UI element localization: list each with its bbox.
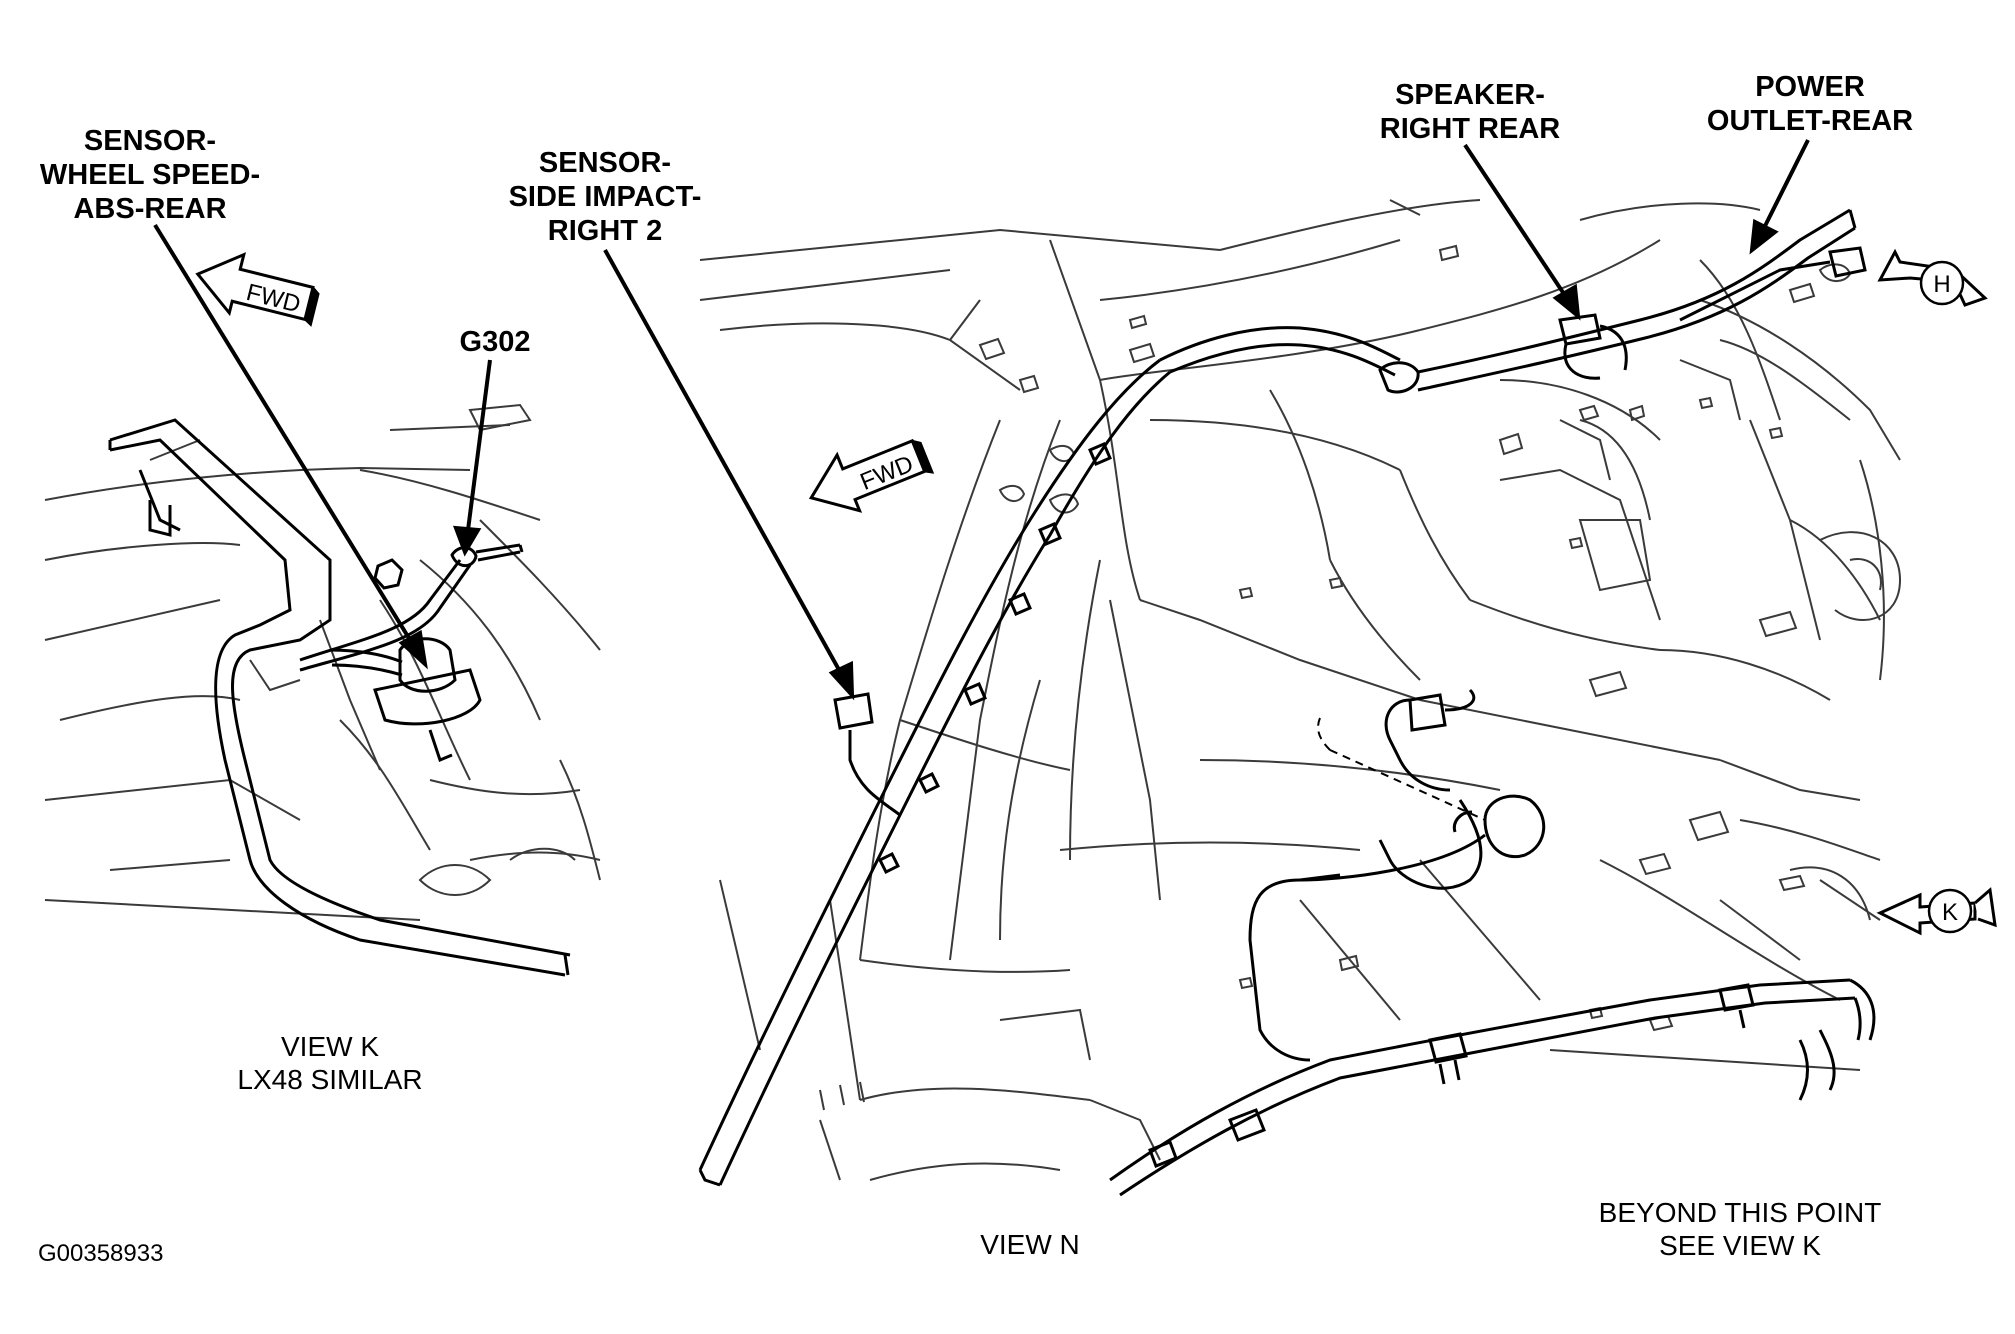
view-marker-k: K — [1876, 887, 1997, 936]
callout-wheel-speed-sensor: SENSOR- WHEEL SPEED- ABS-REAR — [30, 124, 270, 226]
leader-g302 — [466, 359, 492, 531]
callout-wheel-speed-line3: ABS-REAR — [73, 193, 227, 225]
view-k-harness — [108, 418, 571, 977]
caption-beyond-line1: BEYOND THIS POINT — [1598, 1197, 1882, 1228]
arrowhead-side-impact — [828, 660, 855, 701]
fwd-arrow-view-k: FWD — [195, 252, 320, 327]
caption-view-n: VIEW N — [950, 1228, 1110, 1261]
callout-side-impact-sensor: SENSOR- SIDE IMPACT- RIGHT 2 — [495, 146, 715, 248]
callout-g302-line1: G302 — [459, 326, 531, 358]
caption-view-k-note: LX48 SIMILAR — [237, 1064, 423, 1095]
caption-view-k-title: VIEW K — [280, 1031, 379, 1062]
callout-speaker-right-rear: SPEAKER- RIGHT REAR — [1360, 78, 1580, 146]
callout-side-impact-line2: SIDE IMPACT- — [508, 181, 702, 213]
view-n-body-linework — [699, 199, 1902, 1181]
view-n-harness — [698, 208, 1876, 1197]
callout-g302: G302 — [440, 325, 550, 359]
figure-id: G00358933 — [38, 1240, 164, 1267]
arrowhead-g302 — [453, 525, 482, 557]
leader-lines — [153, 139, 1810, 701]
caption-beyond-line2: SEE VIEW K — [1659, 1230, 1821, 1261]
caption-view-n-title: VIEW N — [980, 1229, 1080, 1260]
callout-speaker-line2: RIGHT REAR — [1379, 113, 1561, 145]
arrowhead-power-outlet — [1749, 218, 1779, 255]
callout-side-impact-line3: RIGHT 2 — [547, 215, 663, 247]
caption-view-k: VIEW K LX48 SIMILAR — [200, 1030, 460, 1096]
view-marker-k-label: K — [1942, 899, 1958, 926]
leader-speaker — [1463, 143, 1570, 302]
leader-side-impact — [603, 249, 845, 678]
leader-wheel-speed — [153, 223, 417, 650]
fwd-arrow-view-n: FWD — [808, 438, 935, 513]
view-marker-h-label: H — [1933, 271, 1950, 298]
callout-power-outlet-line2: OUTLET-REAR — [1706, 105, 1914, 137]
callout-speaker-line1: SPEAKER- — [1395, 79, 1545, 111]
caption-beyond-this-point: BEYOND THIS POINT SEE VIEW K — [1570, 1196, 1910, 1262]
callout-side-impact-line1: SENSOR- — [538, 147, 672, 179]
leader-power-outlet — [1760, 139, 1810, 233]
callout-wheel-speed-line2: WHEEL SPEED- — [39, 159, 261, 191]
routing-dashed-line — [1317, 717, 1486, 821]
callout-wheel-speed-line1: SENSOR- — [83, 125, 217, 157]
callout-power-outlet-rear: POWER OUTLET-REAR — [1690, 70, 1930, 138]
arrowhead-wheel-speed — [398, 629, 428, 670]
view-marker-h: H — [1877, 248, 1988, 307]
callout-power-outlet-line1: POWER — [1755, 71, 1865, 103]
arrowhead-speaker — [1552, 283, 1581, 321]
